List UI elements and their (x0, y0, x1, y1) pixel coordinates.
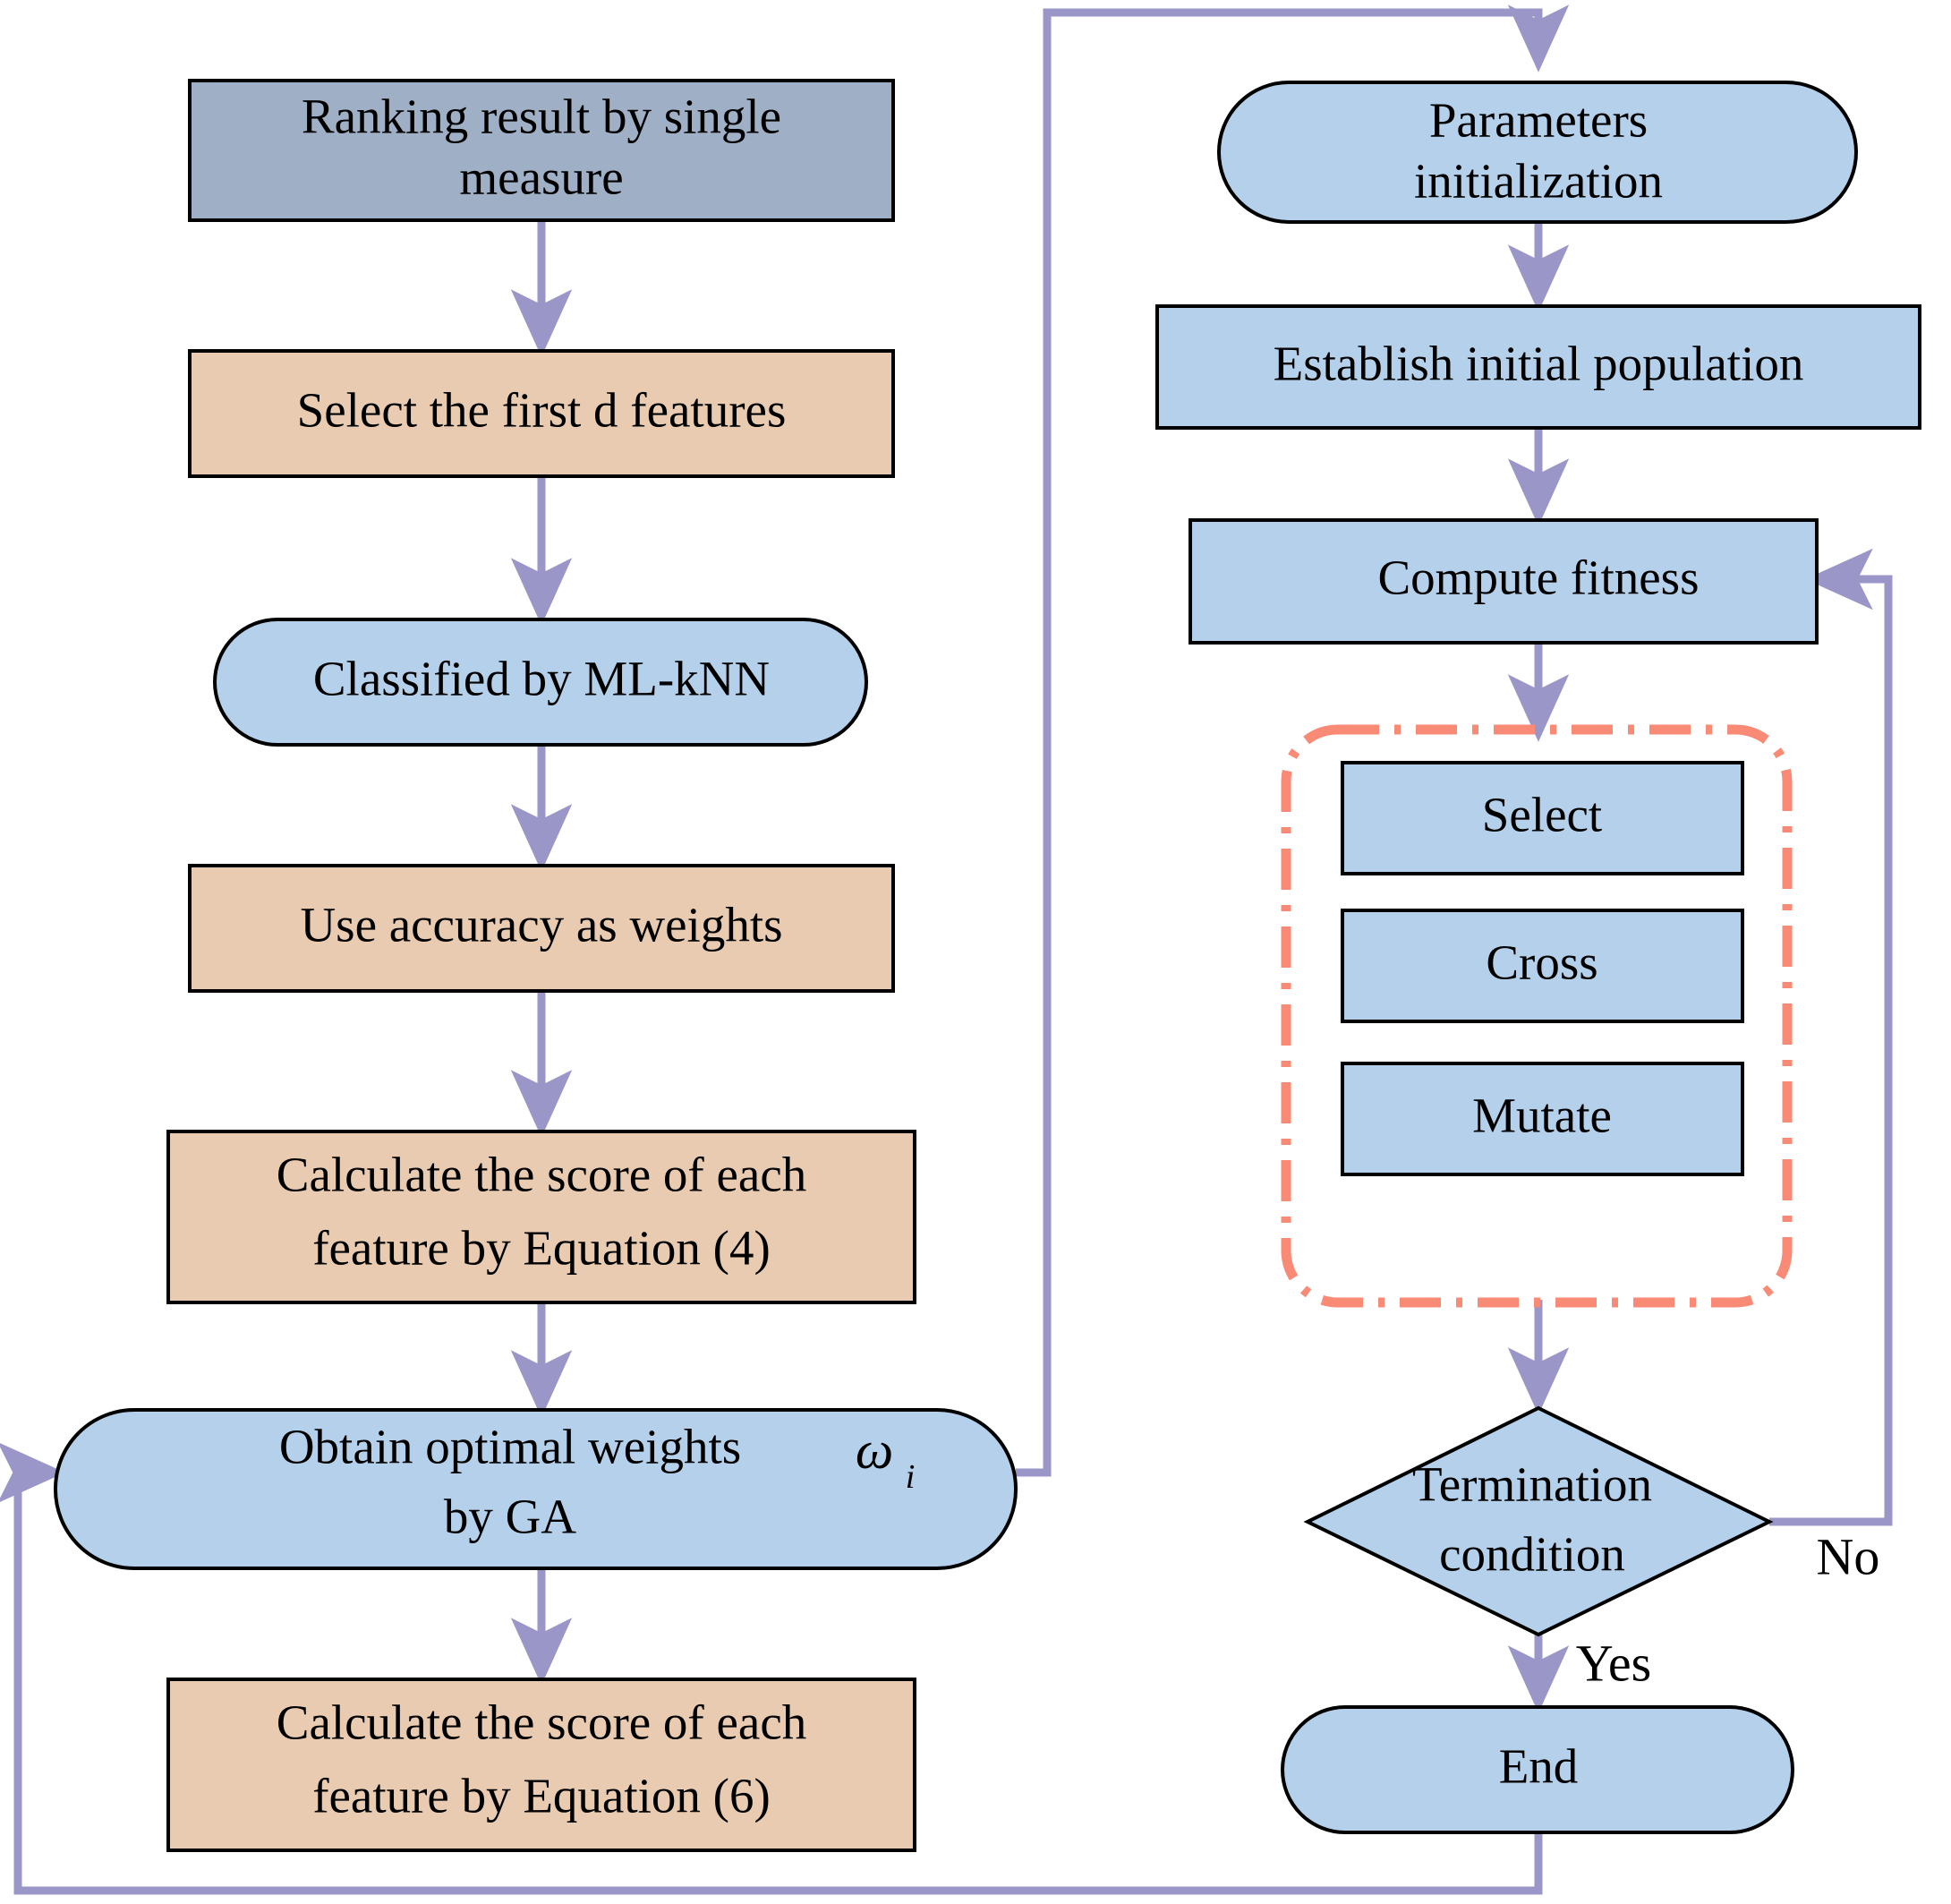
node-termination-condition-line2: condition (1439, 1527, 1625, 1582)
node-ranking-result-line1: Ranking result by single (302, 90, 781, 144)
node-classified-mlknn[interactable]: Classified by ML-kNN (213, 618, 868, 747)
ga-operators-group-box (1281, 724, 1793, 1308)
node-select-first-d-label: Select the first d features (297, 383, 787, 438)
node-use-accuracy-weights-label: Use accuracy as weights (300, 898, 782, 952)
node-calculate-score-eq4-line2: feature by Equation (4) (312, 1221, 771, 1276)
node-use-accuracy-weights[interactable]: Use accuracy as weights (188, 864, 895, 993)
node-calculate-score-eq6-line2: feature by Equation (6) (312, 1769, 771, 1823)
edge-optimal-to-parameters (1016, 4, 1570, 1477)
node-parameters-initialization-line1: Parameters (1429, 93, 1648, 148)
node-establish-initial-population[interactable]: Establish initial population (1155, 304, 1921, 430)
node-calculate-score-eq6[interactable]: Calculate the score of each feature by E… (166, 1678, 916, 1852)
node-parameters-initialization[interactable]: Parameters initialization (1217, 81, 1858, 224)
left-column: Ranking result by single measure Select … (54, 79, 1018, 1852)
node-obtain-optimal-weights-line1: Obtain optimal weights (279, 1420, 741, 1474)
edge-label-no: No (1817, 1527, 1880, 1585)
node-calculate-score-eq4[interactable]: Calculate the score of each feature by E… (166, 1130, 916, 1304)
node-calculate-score-eq6-line1: Calculate the score of each (277, 1695, 806, 1750)
node-compute-fitness[interactable]: Compute fitness (1188, 518, 1819, 645)
node-calculate-score-eq4-line1: Calculate the score of each (277, 1148, 806, 1202)
connectors-layer (0, 4, 1893, 1895)
node-termination-condition[interactable]: Termination condition (1303, 1405, 1774, 1637)
node-cross[interactable]: Cross (1341, 909, 1744, 1023)
node-end-label: End (1499, 1739, 1579, 1794)
node-mutate-label: Mutate (1472, 1089, 1612, 1143)
edge-labels-layer: No Yes (1576, 1527, 1880, 1692)
node-mutate[interactable]: Mutate (1341, 1062, 1744, 1176)
omega-symbol: ω (856, 1421, 893, 1480)
node-cross-label: Cross (1486, 935, 1597, 990)
node-obtain-optimal-weights-line2: by GA (444, 1490, 576, 1544)
node-compute-fitness-label: Compute fitness (1377, 551, 1699, 605)
node-classified-mlknn-label: Classified by ML-kNN (313, 652, 770, 706)
node-termination-condition-line1: Termination (1412, 1457, 1652, 1512)
omega-subscript: i (906, 1458, 916, 1496)
edge-label-yes: Yes (1576, 1634, 1651, 1692)
node-end[interactable]: End (1281, 1705, 1794, 1834)
edge-termination-no-to-fitness (1769, 548, 1893, 1526)
node-select-first-d[interactable]: Select the first d features (188, 349, 895, 478)
node-obtain-optimal-weights[interactable]: Obtain optimal weights ω i by GA (54, 1408, 1018, 1570)
node-select[interactable]: Select (1341, 761, 1744, 875)
node-select-label: Select (1482, 788, 1602, 842)
node-ranking-result-line2: measure (459, 150, 623, 205)
node-establish-initial-population-label: Establish initial population (1274, 337, 1804, 391)
node-parameters-initialization-line2: initialization (1414, 154, 1663, 209)
right-column: Parameters initialization Establish init… (1155, 81, 1921, 1834)
edge-end-to-optimal-weights (0, 1441, 1543, 1895)
node-ranking-result[interactable]: Ranking result by single measure (188, 79, 895, 222)
